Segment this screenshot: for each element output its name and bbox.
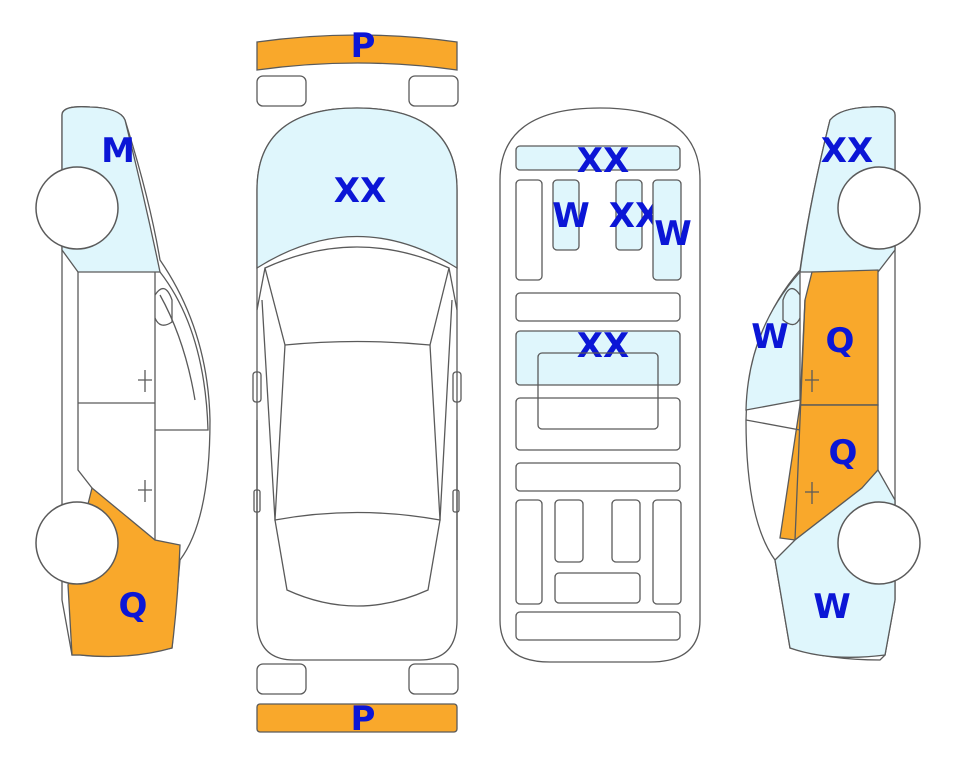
left-column-front xyxy=(515,179,543,281)
left-rear-wheel xyxy=(35,501,119,585)
front-bumper-label: P xyxy=(351,26,376,66)
right-rear-quarter-label: W xyxy=(813,587,851,627)
right-rear-wheel xyxy=(837,501,921,585)
right-front-fender-label: XX xyxy=(821,131,873,171)
left-handle-rear xyxy=(138,480,152,502)
vent-right-panel[interactable] xyxy=(652,179,682,281)
rear-bumper-panel[interactable] xyxy=(256,703,458,733)
rear-right-tow-pad xyxy=(408,663,459,695)
front-left-tow-pad xyxy=(256,75,307,107)
left-door-lines xyxy=(77,271,209,540)
vent-center-panel[interactable] xyxy=(615,179,643,251)
left-mirror-top xyxy=(252,371,262,403)
rear-seat-left xyxy=(554,499,584,563)
vent-left-label: W xyxy=(552,196,590,236)
rear-left-column xyxy=(515,499,543,605)
interior-outline xyxy=(499,107,701,663)
windshield-outline xyxy=(264,246,450,346)
right-mirror-label: W xyxy=(751,317,789,357)
right-window xyxy=(782,288,801,326)
right-mirror-panel[interactable] xyxy=(745,270,801,411)
right-handle-top xyxy=(452,489,460,513)
front-right-tow-pad xyxy=(408,75,459,107)
dashboard-label: XX xyxy=(577,141,629,181)
vent-right-label: W xyxy=(654,214,692,254)
vent-left-panel[interactable] xyxy=(552,179,580,251)
dashboard-panel[interactable] xyxy=(515,145,681,171)
right-front-door-label: Q xyxy=(826,321,855,361)
floor-label: XX xyxy=(577,326,629,366)
interior-view: XX W XX W XX xyxy=(499,107,701,663)
mid-crossbar xyxy=(515,292,681,322)
trunk-floor xyxy=(554,572,641,604)
floor-panel[interactable] xyxy=(515,330,681,386)
right-handle-rear xyxy=(805,482,819,504)
rear-bumper-label: P xyxy=(351,699,376,739)
left-side-view: M Q xyxy=(35,106,211,658)
right-mirror-top xyxy=(452,371,462,403)
left-front-window xyxy=(154,288,173,326)
rear-crossbar xyxy=(515,462,681,492)
rear-bumper-inner xyxy=(515,611,681,641)
roof-outline xyxy=(274,344,441,521)
center-console xyxy=(537,352,659,430)
right-front-wheel xyxy=(837,166,921,250)
right-handle-front xyxy=(805,370,819,392)
rear-seat-right xyxy=(611,499,641,563)
right-pillar-line xyxy=(439,267,458,560)
rear-right-column xyxy=(652,499,682,605)
left-front-wheel xyxy=(35,166,119,250)
top-view-car: P XX P xyxy=(252,26,462,739)
hood-panel[interactable] xyxy=(256,107,458,270)
right-rear-door-label: Q xyxy=(829,433,858,473)
left-handle-front xyxy=(138,370,152,392)
rear-window-outline xyxy=(274,519,441,607)
front-bumper-panel[interactable] xyxy=(256,34,458,71)
rear-left-tow-pad xyxy=(256,663,307,695)
left-front-fender-label: M xyxy=(101,131,135,171)
left-pillar-line xyxy=(256,267,276,560)
hood-label: XX xyxy=(334,171,386,211)
right-side-view: XX W Q Q W xyxy=(745,106,921,661)
left-rear-quarter-label: Q xyxy=(119,586,148,626)
rear-floor-frame xyxy=(515,397,681,451)
right-door-lines xyxy=(745,299,878,541)
left-handle-top xyxy=(253,489,261,513)
